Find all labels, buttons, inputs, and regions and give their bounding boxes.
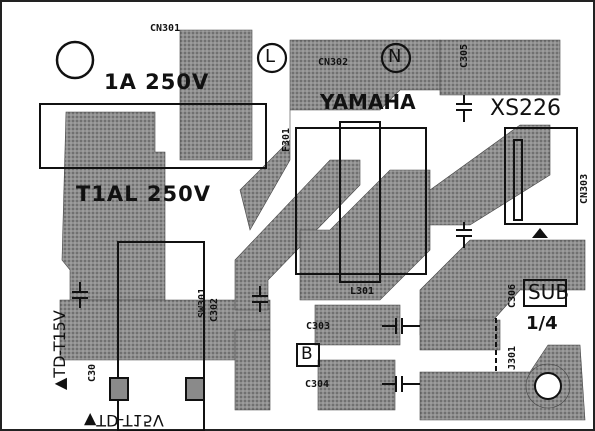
capacitor-c304 [382, 376, 420, 392]
label-c303: C303 [306, 321, 331, 332]
neutral-terminal-circle-icon [380, 42, 412, 74]
fuse-outline [39, 103, 267, 169]
model-text: XS226 [490, 96, 562, 121]
trace-right-upper [429, 124, 551, 226]
pad-c304 [317, 359, 396, 411]
fuse-type-text: T1AL 250V [76, 182, 211, 206]
trace-bottom-left [234, 329, 271, 411]
label-c304: C304 [305, 379, 330, 390]
cn303-pin1-triangle-icon [532, 228, 548, 238]
capacitor-c305 [456, 95, 472, 122]
marker-b: B [301, 344, 313, 364]
l301-outline [295, 127, 427, 275]
l301-core [339, 121, 381, 283]
brand-text: YAMAHA [320, 90, 416, 114]
sw-pad-right [185, 377, 205, 401]
label-cn301: CN301 [150, 23, 181, 34]
trace-f301 [239, 39, 441, 231]
circle-l-label: L [265, 46, 276, 67]
cn303-outline [504, 127, 578, 225]
capacitor-c30 [72, 282, 88, 308]
fuse-rating-circle-icon [55, 40, 95, 80]
label-f301: F301 [281, 127, 292, 152]
label-cn302: CN302 [318, 57, 349, 68]
b-box [296, 343, 320, 367]
pad-cn301 [179, 29, 253, 161]
cn303-pin [513, 139, 523, 221]
label-c30: C30 [87, 363, 98, 382]
sub-text: SUB [528, 280, 570, 304]
fuse-rating-text: 1A 250V [104, 70, 210, 94]
capacitor-c303 [382, 318, 420, 334]
label-j301: J301 [507, 345, 518, 370]
mounting-hole [525, 363, 571, 409]
page-text: 1/4 [526, 313, 558, 334]
pad-c305 [439, 39, 561, 96]
capacitor-c302 [252, 286, 268, 312]
label-c305: C305 [459, 43, 470, 68]
sw301-outline [117, 241, 205, 431]
trace-mid-right [419, 319, 501, 351]
side-model-text: ▲TD-T15V [50, 310, 69, 390]
label-cn303: CN303 [579, 173, 590, 204]
circle-n-label: N [388, 46, 402, 67]
capacitor-c306 [456, 222, 472, 248]
label-c302: C302 [209, 297, 220, 322]
label-c306: C306 [507, 283, 518, 308]
pad-c303 [314, 304, 401, 346]
label-sw301: SW301 [197, 287, 208, 318]
label-l301: L301 [350, 286, 375, 297]
sub-box [523, 279, 567, 307]
sw-pad-left [109, 377, 129, 401]
pad-fuse-left [61, 111, 166, 301]
mirror-model-text: ▼TD-T15V [84, 411, 164, 430]
line-terminal-circle-icon [256, 42, 288, 74]
